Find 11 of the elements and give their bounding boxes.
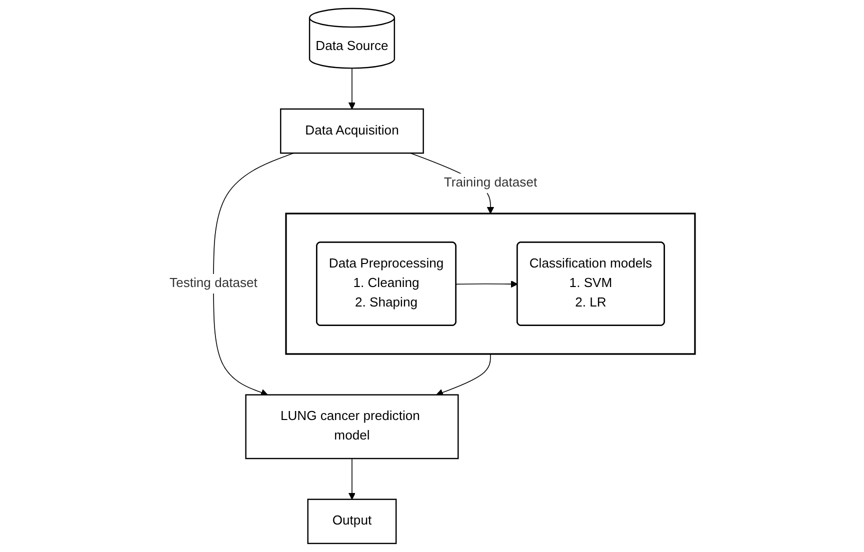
edge-label: Testing dataset — [169, 276, 258, 290]
arrow — [348, 458, 356, 500]
cluster — [284, 212, 696, 355]
edge-label: Training dataset — [444, 176, 537, 190]
arrow — [456, 280, 518, 288]
arrow — [348, 68, 356, 110]
node-box: Output — [307, 498, 396, 544]
node-box: LUNG cancer prediction model — [244, 394, 458, 460]
arrow — [212, 152, 294, 396]
node-box: Data Acquisition — [280, 108, 424, 154]
arrow — [436, 354, 491, 396]
